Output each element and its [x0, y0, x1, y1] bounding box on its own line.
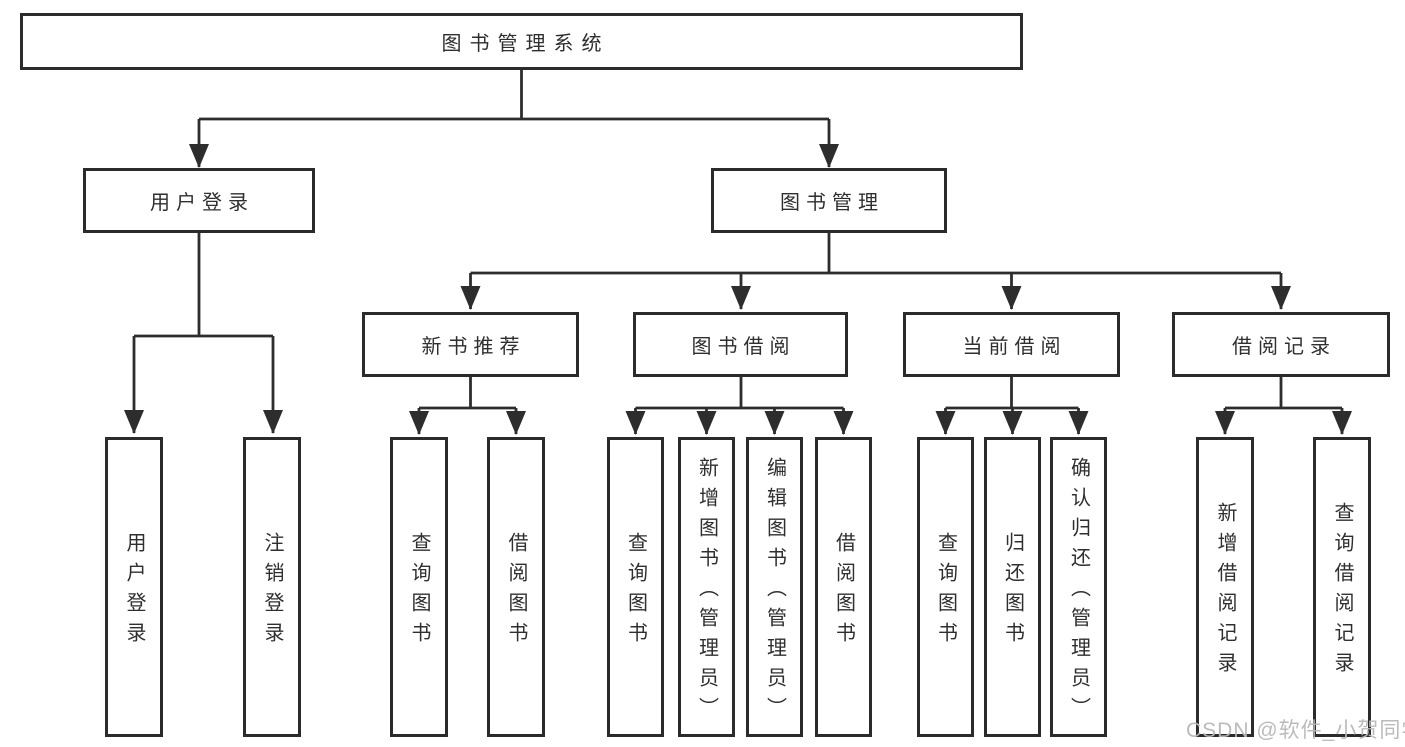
node-book-borrowing: 图书借阅 [633, 312, 848, 377]
leaf-logout-label: 注销登录 [261, 532, 283, 652]
node-library-management-system: 图书管理系统 [20, 13, 1023, 70]
leaf-confirm-return-admin-label: 确认归还（管理员） [1067, 457, 1090, 727]
node-book-management: 图书管理 [711, 168, 947, 233]
leaf-add-book-admin: 新增图书（管理员） [678, 437, 735, 737]
node-user-login: 用户登录 [83, 168, 315, 233]
node-borrowing-records: 借阅记录 [1172, 312, 1390, 377]
branch-new-book [419, 377, 516, 410]
leaf-search-books: 查询图书 [390, 437, 448, 737]
leaf-search-books-3-label: 查询图书 [934, 532, 957, 652]
leaf-user-login-label: 用户登录 [123, 532, 145, 652]
leaf-add-borrow-record-label: 新增借阅记录 [1214, 502, 1236, 682]
leaf-edit-book-admin: 编辑图书（管理员） [746, 437, 803, 737]
csdn-watermark: CSDN @软件_小贺同学 [1186, 719, 1405, 742]
leaf-borrow-books-label: 借阅图书 [505, 532, 527, 652]
leaf-logout: 注销登录 [243, 437, 301, 737]
branch-root [199, 70, 829, 121]
leaf-search-books-2: 查询图书 [607, 437, 664, 737]
leaf-search-borrow-record-label: 查询借阅记录 [1331, 502, 1353, 682]
branch-book-mgmt [470, 233, 1281, 275]
branch-book-borrow [635, 377, 844, 410]
leaf-add-book-admin-label: 新增图书（管理员） [695, 457, 718, 727]
leaf-borrow-books-2-label: 借阅图书 [832, 532, 855, 652]
leaf-search-borrow-record: 查询借阅记录 [1313, 437, 1371, 737]
branch-user-login [134, 233, 273, 338]
leaf-borrow-books-2: 借阅图书 [815, 437, 872, 737]
leaf-edit-book-admin-label: 编辑图书（管理员） [763, 457, 786, 727]
leaf-return-books-label: 归还图书 [1001, 532, 1024, 652]
leaf-search-books-2-label: 查询图书 [624, 532, 647, 652]
branch-borrow-records [1225, 377, 1342, 410]
node-current-borrowing: 当前借阅 [903, 312, 1120, 377]
leaf-add-borrow-record: 新增借阅记录 [1196, 437, 1254, 737]
leaf-return-books: 归还图书 [984, 437, 1041, 737]
node-new-book-recommend: 新书推荐 [362, 312, 579, 377]
leaf-user-login: 用户登录 [105, 437, 163, 737]
leaf-borrow-books: 借阅图书 [487, 437, 545, 737]
leaf-search-books-3: 查询图书 [917, 437, 974, 737]
leaf-confirm-return-admin: 确认归还（管理员） [1050, 437, 1107, 737]
leaf-search-books-label: 查询图书 [408, 532, 430, 652]
branch-current-borrow [945, 377, 1079, 410]
